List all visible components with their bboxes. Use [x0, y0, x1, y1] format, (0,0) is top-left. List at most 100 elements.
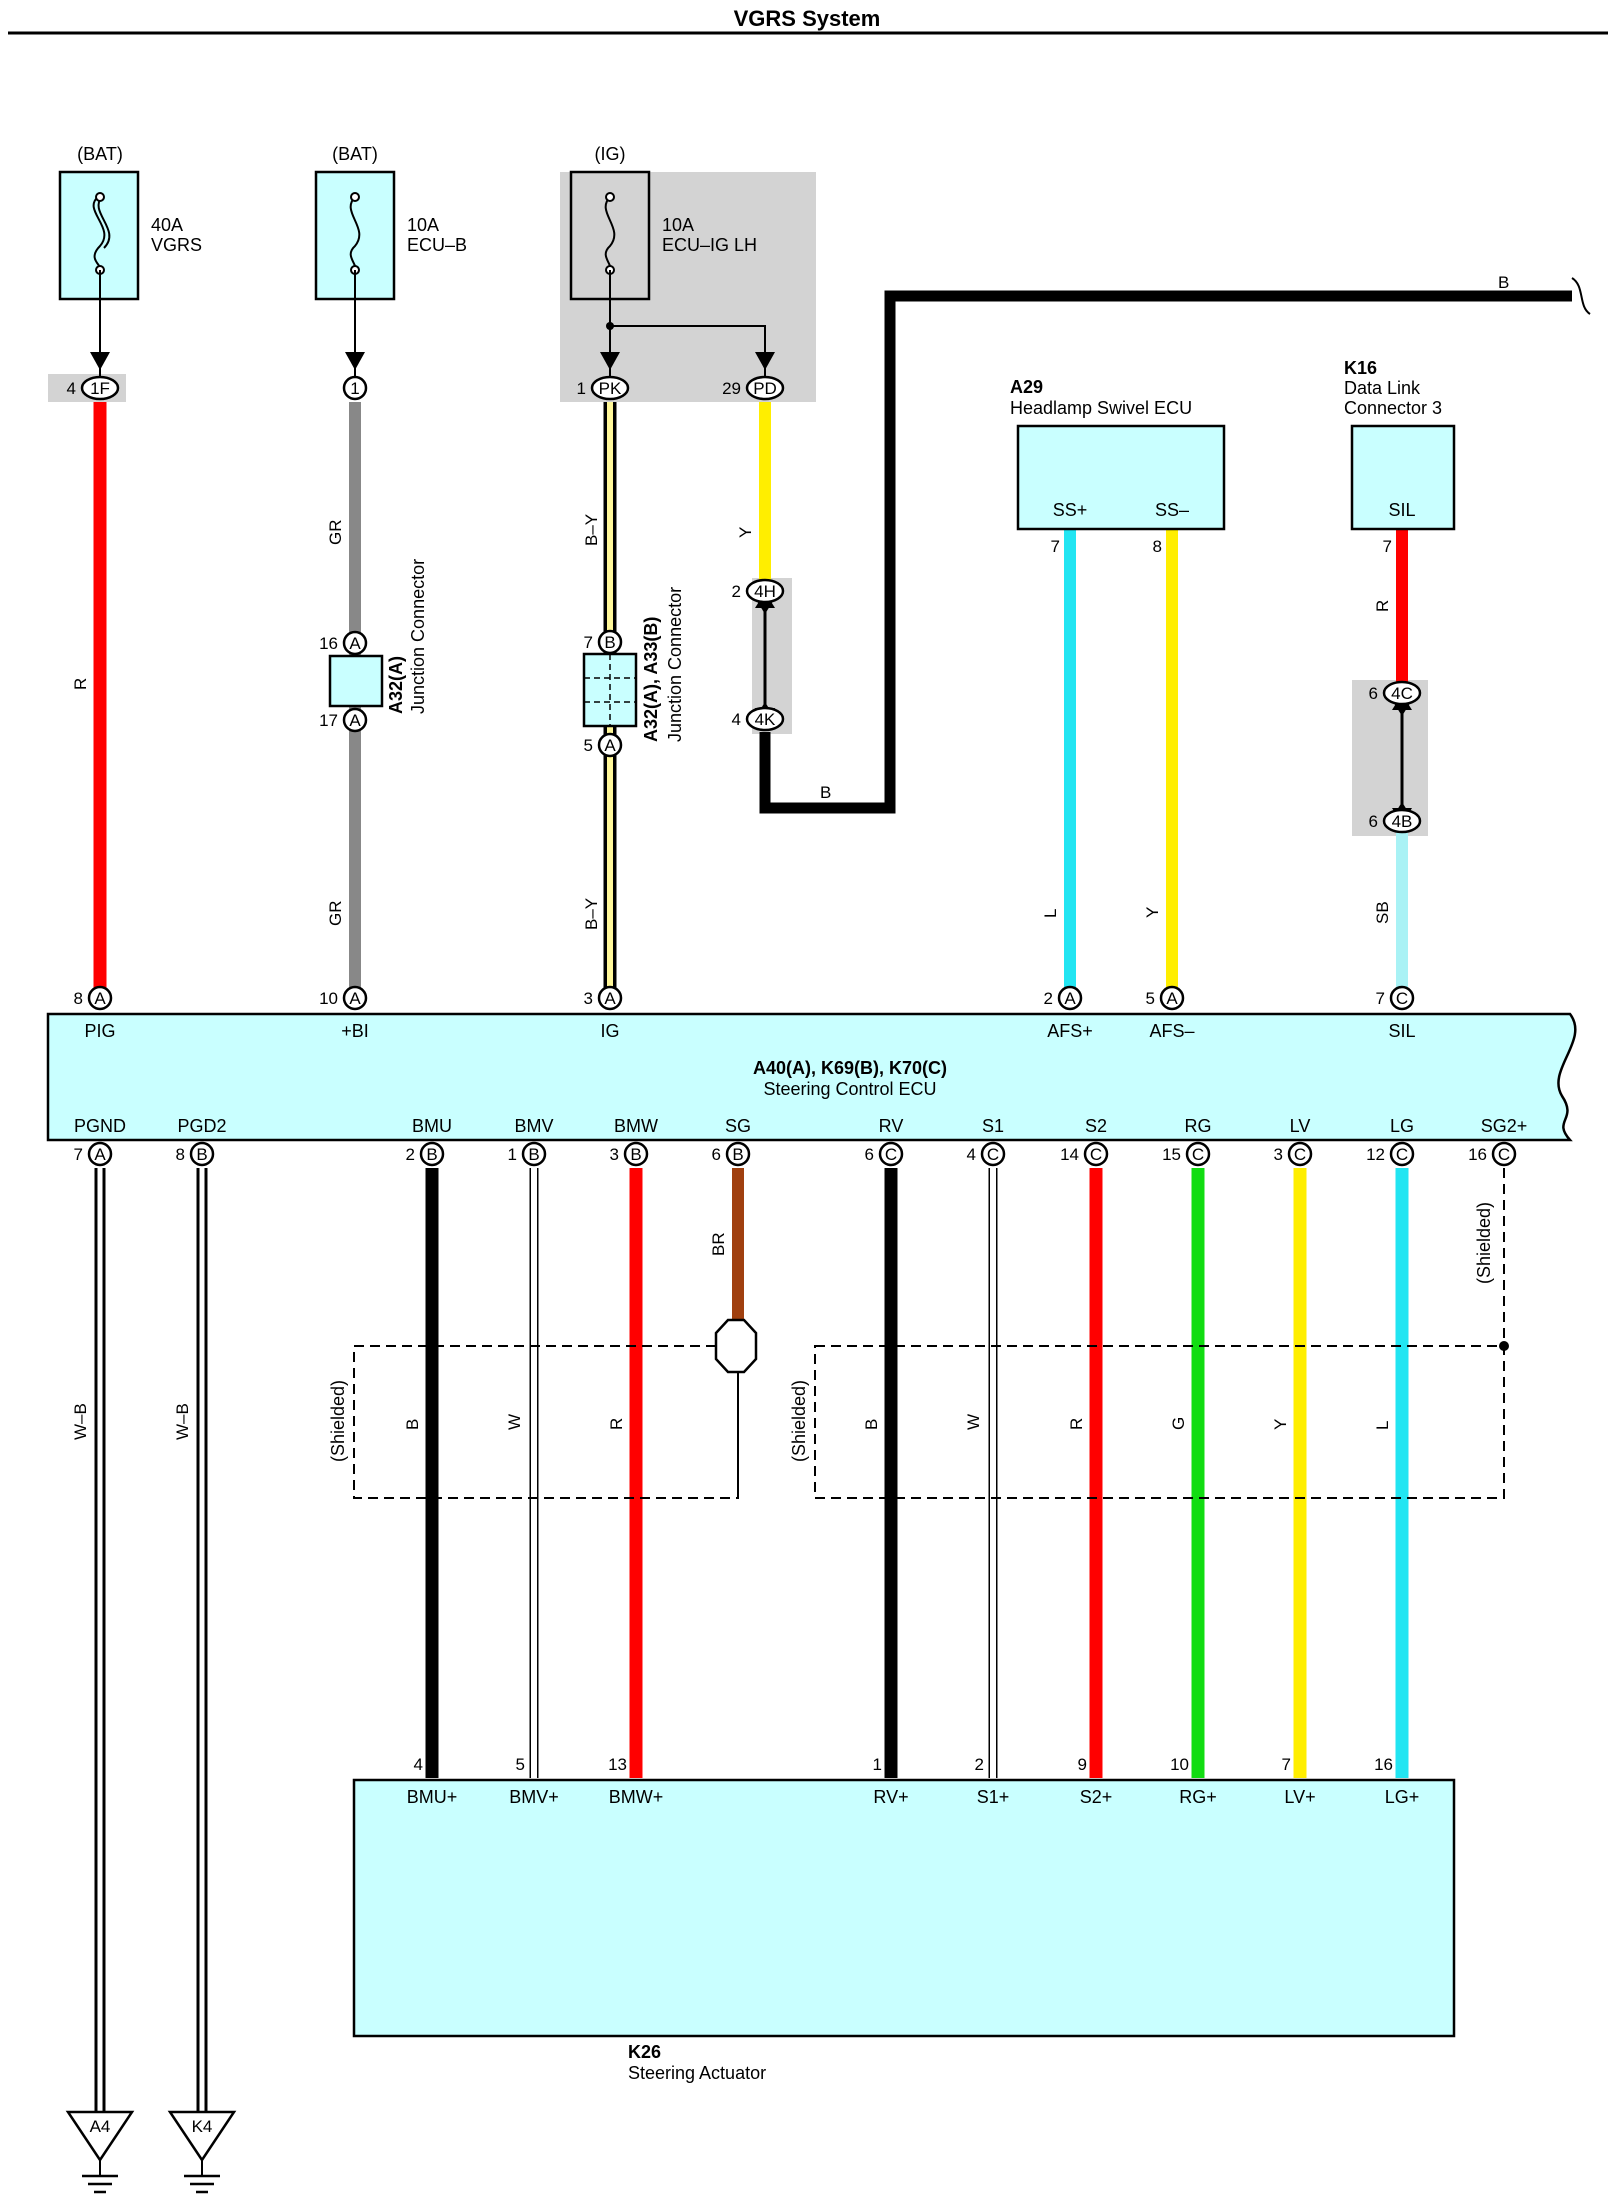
connector-code: 4K	[755, 710, 776, 729]
connector-code: A	[349, 634, 361, 653]
ecu-pin-s1: S1	[982, 1116, 1004, 1136]
connector-pin-number: 3	[584, 989, 593, 1008]
connector-pin-number: 15	[1162, 1145, 1181, 1164]
connector-pin-number: 3	[610, 1145, 619, 1164]
connector-pin-number: 6	[712, 1145, 721, 1164]
k16-data-link-connector: K16 Data Link Connector 3 SIL 7	[1344, 358, 1456, 556]
inline-arrow-icons	[755, 592, 1412, 824]
connector-oval-icon	[1287, 1141, 1313, 1167]
connector-pin-number: 1	[577, 379, 586, 398]
connector-oval-icon	[1389, 985, 1415, 1011]
fuse-source: (BAT)	[77, 144, 123, 164]
connector-code: A	[604, 989, 616, 1008]
connector-code: B	[528, 1145, 539, 1164]
wire-label: Y	[1271, 1419, 1290, 1430]
connector-pin-number: 7	[1376, 989, 1385, 1008]
ecu-id: A40(A), K69(B), K70(C)	[753, 1058, 947, 1078]
connector-oval-icon	[745, 578, 785, 604]
fuse-rating: 10A	[407, 215, 439, 235]
fuse-element-icon	[349, 196, 361, 271]
wire-label: B	[820, 783, 831, 802]
steering-actuator: K26 Steering Actuator	[352, 1778, 1456, 2083]
fuse-element-icon	[604, 196, 616, 271]
diagram-title: VGRS System	[734, 6, 881, 31]
connector-pin-number: 4	[67, 379, 76, 398]
wire-label: B–Y	[582, 514, 601, 546]
ecu-bottom-connector-2: B2	[406, 1141, 445, 1167]
connector-pin-number: 6	[865, 1145, 874, 1164]
shield-drain-label: (Shielded)	[1474, 1202, 1494, 1284]
connector-a33-top: B7	[584, 629, 623, 655]
connector-pin-number: 2	[1044, 989, 1053, 1008]
ecu-pin-lv: LV	[1290, 1116, 1311, 1136]
actuator-pin-bmu: BMU+	[407, 1787, 458, 1807]
connector-pin-number: 14	[1060, 1145, 1079, 1164]
actuator-pins: BMU+ BMV+ BMW+ RV+ S1+ S2+ RG+ LV+ LG+ 4…	[407, 1755, 1420, 1807]
connector-code: B	[196, 1145, 207, 1164]
connector-oval-icon	[189, 1141, 215, 1167]
ecu-pin-rv: RV	[879, 1116, 904, 1136]
ground-code: K4	[192, 2117, 213, 2136]
wire-color-labels: R GR GR B–Y B–Y Y B B L Y R SB W–B W–B B…	[71, 273, 1509, 1440]
arrow-icons	[90, 352, 775, 370]
shield-outline	[814, 1345, 1505, 1499]
connector-oval-icon	[87, 985, 113, 1011]
connector-oval-icon	[342, 375, 368, 401]
pin-label: SS+	[1053, 500, 1088, 520]
connector-oval-icon	[80, 375, 120, 401]
junction-id: A32(A), A33(B)	[641, 617, 661, 742]
ground-code: A4	[90, 2117, 111, 2136]
ecu-top-connector-5: C7	[1376, 985, 1415, 1011]
wire-label: W–B	[173, 1403, 192, 1440]
wire-label: R	[1067, 1418, 1086, 1430]
connector-code: A	[349, 711, 361, 730]
ecu-bottom-connector-12: C16	[1468, 1141, 1517, 1167]
ecu-bottom-connector-9: C15	[1162, 1141, 1211, 1167]
component-name: Data Link	[1344, 378, 1421, 398]
actuator-box	[352, 1778, 1456, 2038]
connector-code: PD	[753, 379, 777, 398]
connector-code: PK	[599, 379, 622, 398]
ecu-name: Steering Control ECU	[763, 1079, 936, 1099]
connector-a32-bot: A 17	[319, 707, 368, 733]
wire-label: GR	[326, 520, 345, 546]
ecu-pin-lg: LG	[1390, 1116, 1414, 1136]
connector-oval-icon	[521, 1141, 547, 1167]
ground-k4: K4	[167, 2110, 237, 2194]
pin-number: 7	[1383, 537, 1392, 556]
actuator-pin-num: 5	[516, 1755, 525, 1774]
ecu-bottom-connector-11: C12	[1366, 1141, 1415, 1167]
connector-pin-number: 17	[319, 711, 338, 730]
wire-label: B	[862, 1419, 881, 1430]
ecu-bottom-connector-4: B3	[610, 1141, 649, 1167]
actuator-pin-num: 10	[1170, 1755, 1189, 1774]
fuse-name: ECU–IG LH	[662, 235, 757, 255]
connector-code: A	[94, 1145, 106, 1164]
component-name-2: Connector 3	[1344, 398, 1442, 418]
actuator-pin-num: 16	[1374, 1755, 1393, 1774]
connector-pin-number: 1	[508, 1145, 517, 1164]
ecu-pin-s2: S2	[1085, 1116, 1107, 1136]
ecu-bottom-connector-7: C4	[967, 1141, 1006, 1167]
connector-code: 1	[350, 379, 359, 398]
connector-code: 4H	[754, 582, 776, 601]
connector-4b: 4B6	[1369, 808, 1422, 834]
wire-label: GR	[326, 901, 345, 927]
actuator-name: Steering Actuator	[628, 2063, 766, 2083]
connector-pin-number: 29	[722, 379, 741, 398]
connector-code: B	[426, 1145, 437, 1164]
wire-break-icon	[1571, 277, 1591, 315]
connector-code: B	[732, 1145, 743, 1164]
connector-code: A	[94, 989, 106, 1008]
ecu-pin-pgnd: PGND	[74, 1116, 126, 1136]
shield-label: (Shielded)	[328, 1380, 348, 1462]
connector-oval-icon	[745, 375, 785, 401]
component-name: Headlamp Swivel ECU	[1010, 398, 1192, 418]
fuse-name: VGRS	[151, 235, 202, 255]
ecu-bottom-connector-3: B1	[508, 1141, 547, 1167]
connector-code: A	[1166, 989, 1178, 1008]
splice-dot	[606, 322, 614, 330]
actuator-pin-s1: S1+	[977, 1787, 1010, 1807]
pin-number: 8	[1153, 537, 1162, 556]
fuse-source: (BAT)	[332, 144, 378, 164]
